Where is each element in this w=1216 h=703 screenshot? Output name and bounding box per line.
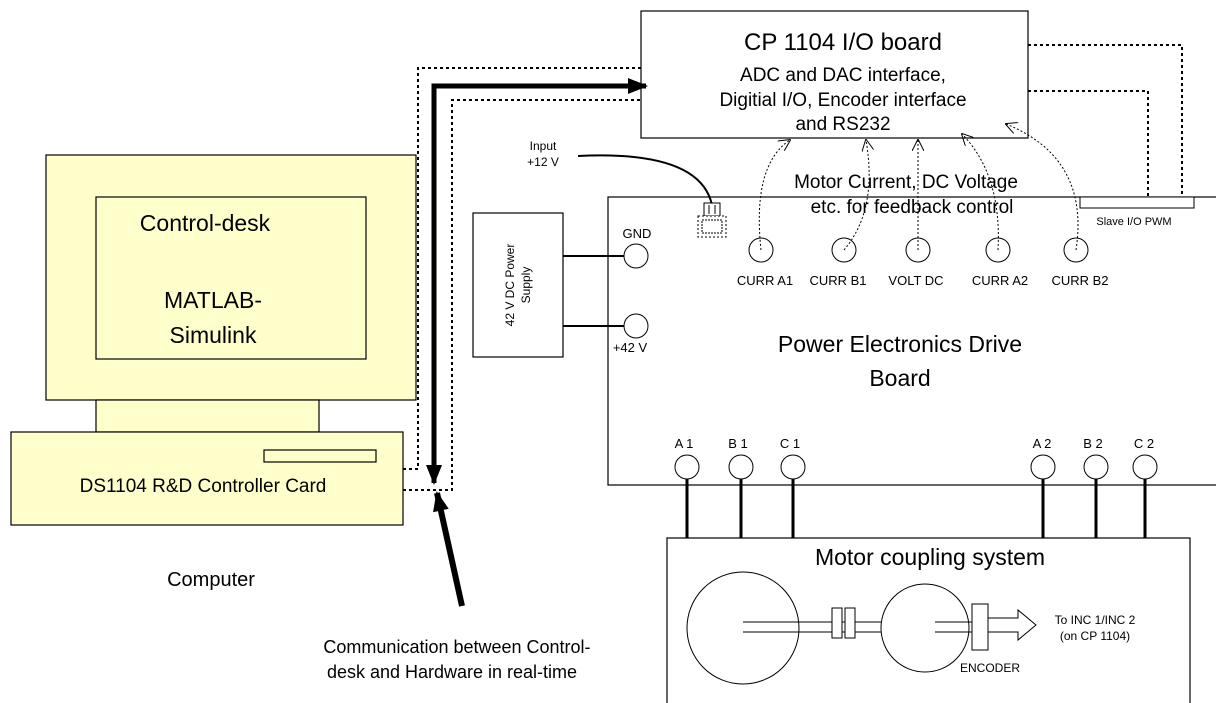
motor-left <box>686 571 800 685</box>
power-supply-box <box>472 212 564 358</box>
power-supply-line2: Supply <box>519 267 533 304</box>
input-label: Input <box>530 139 557 153</box>
phase-label-c2: C 2 <box>1134 436 1154 451</box>
phase-label-b1: B 1 <box>728 436 748 451</box>
computer-caption: Computer <box>167 569 255 591</box>
to-inc-line2: (on CP 1104) <box>1060 629 1130 643</box>
card-label: DS1104 R&D Controller Card <box>80 476 327 497</box>
communication-line1: Communication between Control- <box>323 637 590 657</box>
motor-right <box>880 583 970 673</box>
sensor-labels: CURR A1 CURR B1 VOLT DC CURR A2 CURR B2 <box>737 273 1109 288</box>
communication-path: Communication between Control- desk and … <box>323 78 648 682</box>
computer-base <box>10 431 404 526</box>
monitor-screen <box>95 196 367 360</box>
screen-label-matlab: MATLAB- <box>164 287 262 313</box>
sensor-label-curr-b1: CURR B1 <box>809 273 866 288</box>
screen-label-control-desk: Control-desk <box>140 210 271 236</box>
screen-label-simulink: Simulink <box>170 322 257 348</box>
io-board-line3: and RS232 <box>795 114 890 135</box>
gnd-terminal <box>623 243 649 269</box>
sensor-label-curr-a2: CURR A2 <box>972 273 1028 288</box>
encoder-output-arrow <box>987 608 1037 642</box>
drive-board: Power Electronics Drive Board Motor Curr… <box>607 124 1216 538</box>
slave-pwm-label: Slave I/O PWM <box>1096 216 1171 228</box>
communication-line2: desk and Hardware in real-time <box>327 662 577 682</box>
monitor-stand <box>95 399 320 433</box>
power-supply-line1: 42 V DC Power <box>503 244 517 327</box>
encoder-block <box>971 603 989 651</box>
input-voltage: +12 V <box>527 155 559 169</box>
io-board: CP 1104 I/O board ADC and DAC interface,… <box>640 10 1029 139</box>
feedback-line2: etc. for feedback control <box>811 197 1014 218</box>
sensor-label-volt-dc: VOLT DC <box>888 273 943 288</box>
coupling-part <box>844 607 856 639</box>
phase-label-c1: C 1 <box>780 436 800 451</box>
io-board-line1: ADC and DAC interface, <box>740 65 946 86</box>
communication-arrow <box>433 491 465 607</box>
power-plug-icon <box>697 202 727 238</box>
computer: Control-desk MATLAB- Simulink DS1104 R&D… <box>10 154 417 591</box>
io-board-box <box>640 10 1029 139</box>
drive-board-line1: Power Electronics Drive <box>778 331 1022 357</box>
phase-label-b2: B 2 <box>1083 436 1103 451</box>
drive-board-line2: Board <box>869 365 930 391</box>
sensor-label-curr-a1: CURR A1 <box>737 273 793 288</box>
coupling <box>831 607 843 639</box>
feedback-line1: Motor Current, DC Voltage <box>794 172 1018 193</box>
io-board-line2: Digitial I/O, Encoder interface <box>719 90 966 111</box>
power-supply: 42 V DC Power Supply <box>472 212 624 358</box>
drive-slot <box>263 449 377 463</box>
phase-label-a2: A 2 <box>1033 436 1052 451</box>
to-inc-line1: To INC 1/INC 2 <box>1055 613 1136 627</box>
encoder-label: ENCODER <box>960 661 1020 675</box>
slave-pwm-connector <box>1079 196 1195 209</box>
plus42-terminal <box>623 313 649 339</box>
motor-system-title: Motor coupling system <box>815 544 1045 570</box>
io-board-title: CP 1104 I/O board <box>744 29 942 56</box>
plus42-label: +42 V <box>613 340 648 355</box>
phase-label-a1: A 1 <box>675 436 694 451</box>
sensor-label-curr-b2: CURR B2 <box>1051 273 1108 288</box>
phase-labels: A 1 B 1 C 1 A 2 B 2 C 2 <box>675 436 1155 451</box>
dotted-links <box>403 44 1183 491</box>
feedback-arrows <box>758 124 1079 251</box>
phase-wires <box>685 479 1147 538</box>
phase-connectors <box>674 454 1158 480</box>
input-12v: Input +12 V <box>527 139 727 238</box>
motor-system: Motor coupling system ENCODER To INC 1/I… <box>666 537 1191 703</box>
gnd-label: GND <box>623 226 652 241</box>
